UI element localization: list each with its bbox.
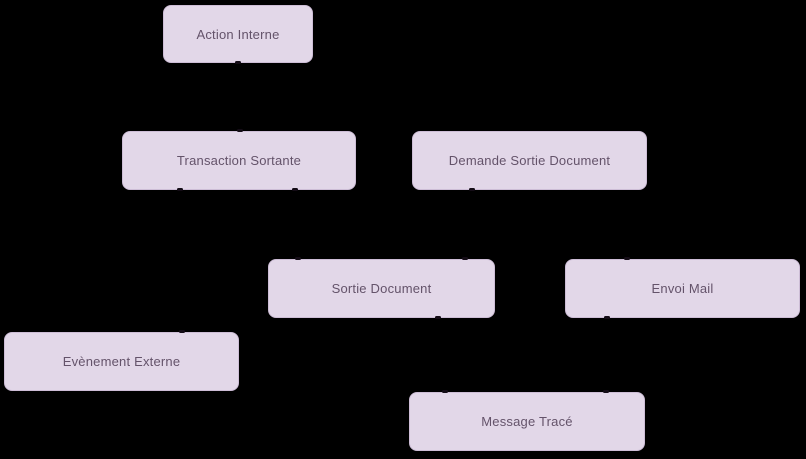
connector-arrowhead-tip	[292, 188, 298, 191]
node-envoi-mail[interactable]: Envoi Mail	[565, 259, 800, 318]
node-transaction-sortante-label: Transaction Sortante	[176, 153, 302, 168]
connector-arrowhead-tip	[179, 330, 185, 333]
connector-arrowhead-tip	[604, 316, 610, 319]
node-demande-sortie-document[interactable]: Demande Sortie Document	[412, 131, 647, 190]
node-sortie-document-label: Sortie Document	[331, 281, 432, 296]
connector-arrowhead-tip	[462, 257, 468, 260]
node-evenement-externe[interactable]: Evènement Externe	[4, 332, 239, 391]
connector-arrowhead-tip	[442, 390, 448, 393]
node-transaction-sortante[interactable]: Transaction Sortante	[122, 131, 356, 190]
connector-arrowhead-tip	[295, 257, 301, 260]
node-action-interne[interactable]: Action Interne	[163, 5, 313, 63]
connector-arrowhead-tip	[235, 61, 241, 64]
connector-arrowhead-tip	[624, 257, 630, 260]
node-message-trace[interactable]: Message Tracé	[409, 392, 645, 451]
node-message-trace-label: Message Tracé	[481, 414, 573, 429]
node-action-interne-label: Action Interne	[196, 26, 280, 42]
node-sortie-document[interactable]: Sortie Document	[268, 259, 495, 318]
connector-arrowhead-tip	[237, 129, 243, 132]
node-evenement-externe-label: Evènement Externe	[62, 354, 181, 369]
connector-arrowhead-tip	[177, 188, 183, 191]
node-demande-sortie-document-label: Demande Sortie Document	[448, 153, 611, 168]
connector-arrowhead-tip	[603, 390, 609, 393]
node-envoi-mail-label: Envoi Mail	[651, 281, 714, 296]
connector-arrowhead-tip	[435, 316, 441, 319]
connector-arrowhead-tip	[469, 188, 475, 191]
